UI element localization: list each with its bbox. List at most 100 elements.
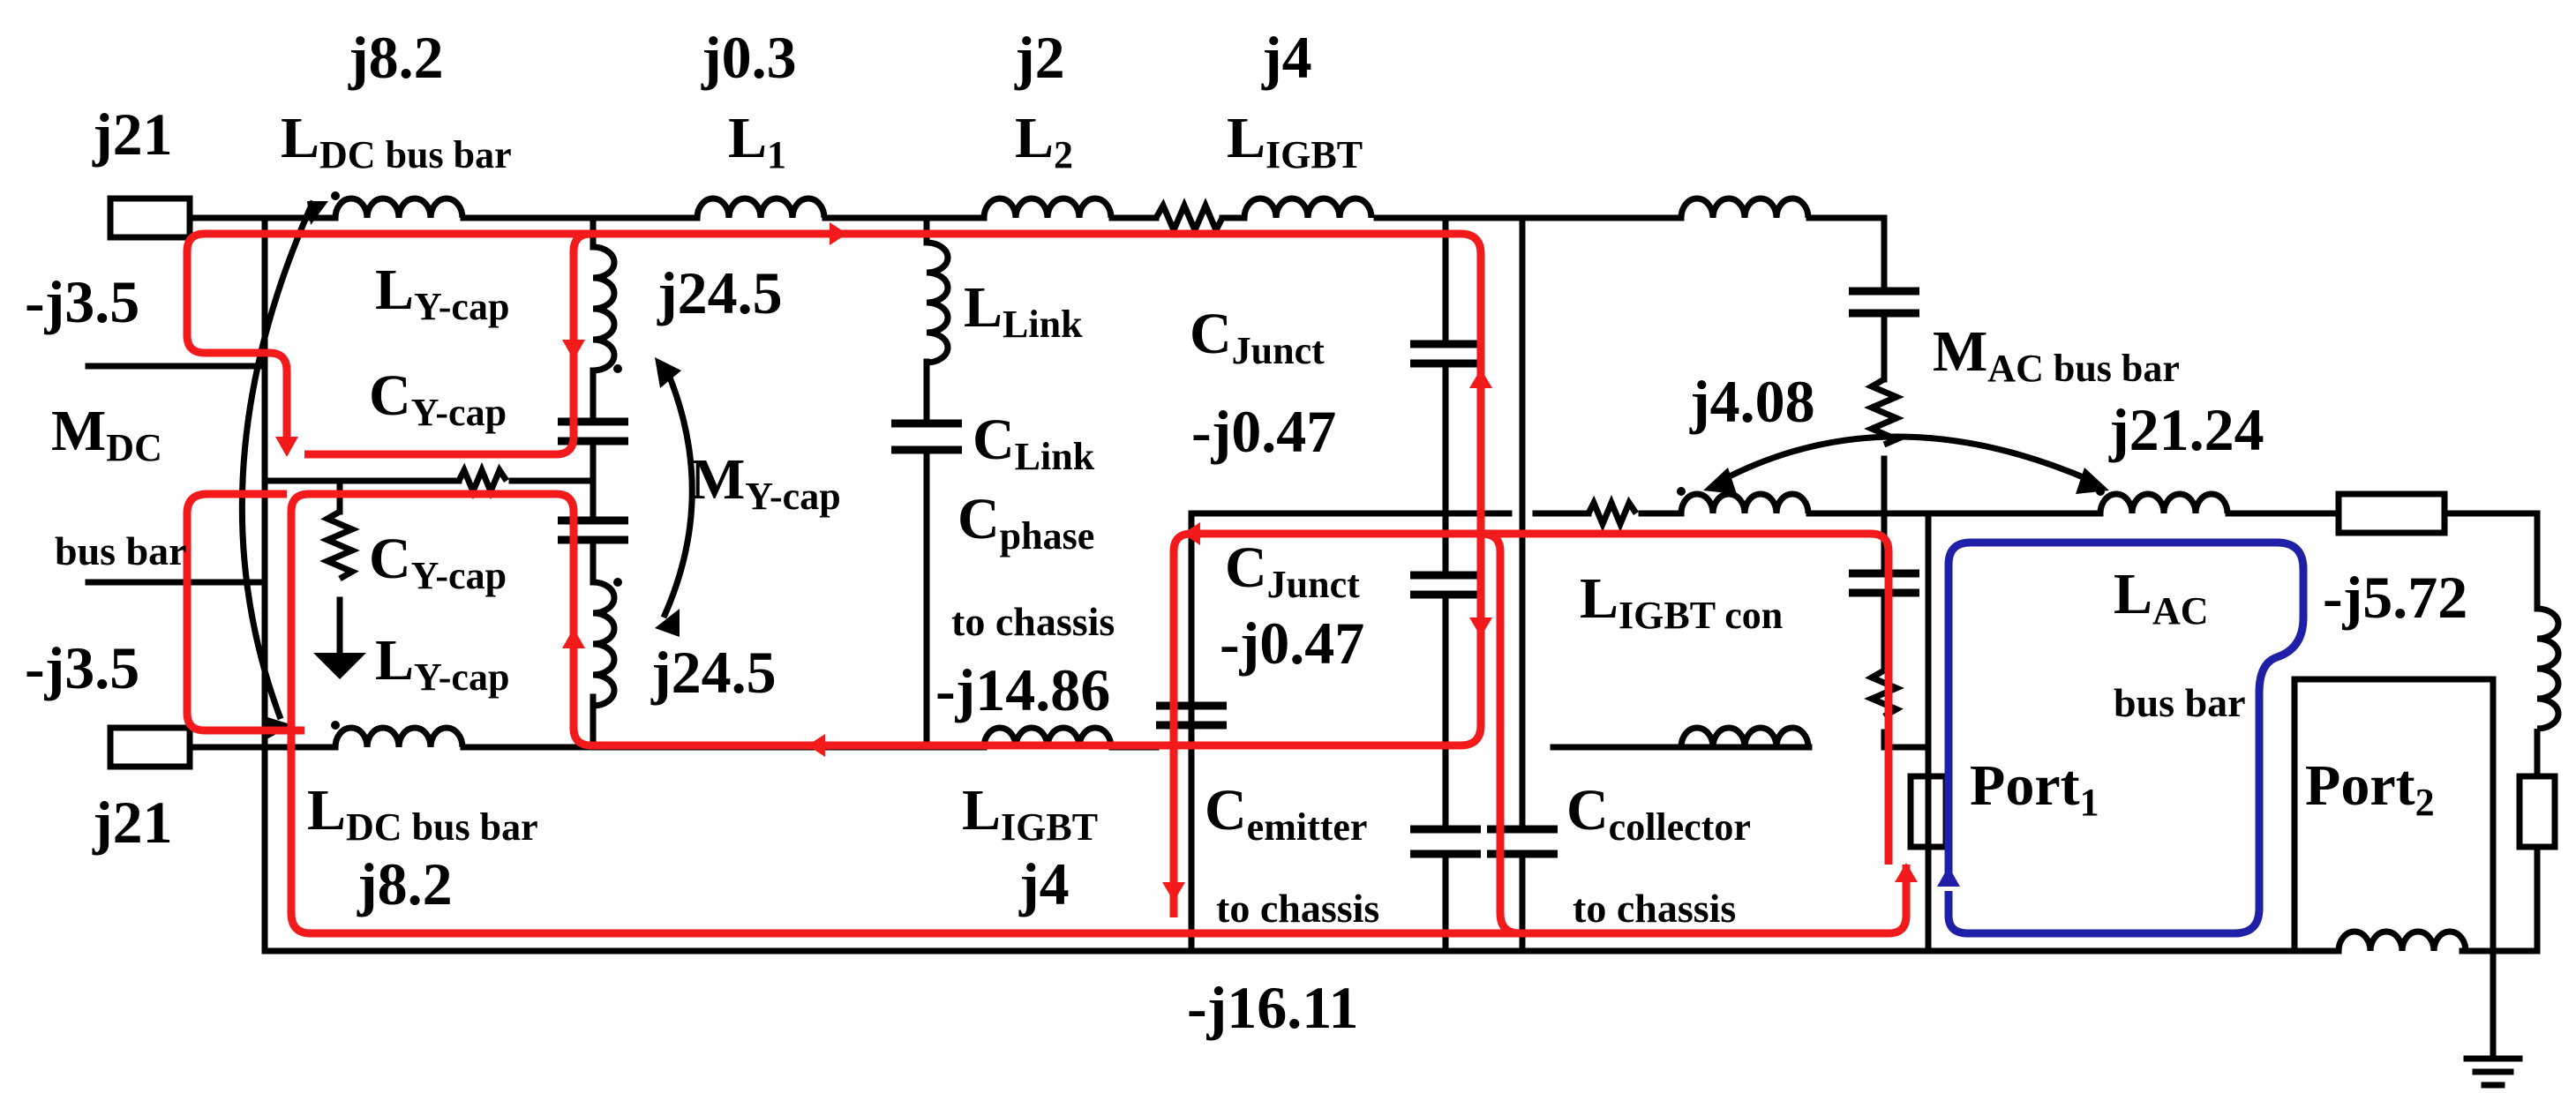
resistor-top bbox=[1153, 198, 1226, 238]
red-current-loop bbox=[183, 222, 1918, 938]
value-l-igbt-bottom: j4 bbox=[1018, 850, 1070, 917]
label-l-igbt-con: LIGBT con bbox=[1580, 566, 1783, 637]
label-c-phase: Cphase bbox=[958, 487, 1094, 558]
inductor-l-link bbox=[926, 239, 951, 366]
label-m-dc: MDC bbox=[51, 399, 162, 469]
red-path-ycap bbox=[304, 229, 592, 459]
label-l-ycap-bottom: LY-cap bbox=[375, 628, 509, 699]
value-j21-bottom: j21 bbox=[92, 789, 173, 856]
red-arrow-5 bbox=[275, 437, 298, 457]
terminal-top-left bbox=[107, 195, 193, 241]
terminal-bottom-left bbox=[107, 724, 193, 770]
red-arrow-8 bbox=[1183, 522, 1200, 545]
coupling-arc-dc-head-top bbox=[307, 201, 328, 225]
red-arrow-2 bbox=[807, 734, 825, 757]
inductor-l-dc-top bbox=[332, 195, 466, 219]
red-path-collector bbox=[1480, 529, 1521, 938]
coupling-arc-dc bbox=[238, 199, 317, 721]
label-c-junct-bottom: CJunct bbox=[1225, 535, 1360, 606]
inductor-port1-side bbox=[1678, 724, 1812, 748]
label-c-ycap-bottom: CY-cap bbox=[369, 527, 507, 597]
red-arrow-6 bbox=[1469, 369, 1492, 388]
resistor-igbt-con bbox=[1585, 494, 1639, 533]
left-stubs bbox=[85, 214, 268, 955]
red-path-left-top bbox=[183, 229, 291, 441]
resistor-mac-bottom bbox=[1864, 667, 1904, 720]
inductor-l-dc-bottom bbox=[332, 724, 466, 748]
capacitor-mac-top bbox=[1849, 287, 1919, 318]
capacitor-c-junct-bottom bbox=[1410, 571, 1481, 599]
red-arrow-3 bbox=[562, 340, 585, 360]
label-l-dc-top: LDC bus bar bbox=[281, 106, 512, 176]
coupling-arc-ac bbox=[1719, 433, 2093, 484]
resistor-box-port2 bbox=[2335, 490, 2448, 536]
label-m-ycap: MY-cap bbox=[690, 447, 841, 518]
label-c-link: CLink bbox=[973, 408, 1095, 478]
label-port2: Port2 bbox=[2305, 753, 2435, 824]
ground-symbol-left bbox=[313, 653, 366, 679]
coupling-arc-ycap bbox=[660, 367, 695, 619]
label-m-ac: MAC bus bar bbox=[1933, 319, 2180, 390]
inductor-l1 bbox=[694, 195, 828, 219]
value-j0-3: j0.3 bbox=[701, 24, 797, 91]
label-c-collector-line2: to chassis bbox=[1573, 886, 1736, 931]
label-c-ycap-top: CY-cap bbox=[369, 363, 507, 434]
value-j4-top: j4 bbox=[1261, 24, 1312, 91]
dot-5 bbox=[1677, 487, 1686, 496]
value-c-phase: -j14.86 bbox=[935, 656, 1110, 723]
label-l-igbt-top: LIGBT bbox=[1227, 106, 1363, 176]
inductor-l-igbt-con bbox=[1678, 490, 1812, 514]
capacitor-c-junct-top bbox=[1410, 340, 1481, 368]
coupling-arc-ycap-head-top bbox=[655, 357, 681, 388]
label-m-dc-line2: bus bar bbox=[55, 528, 187, 573]
coupling-arc-ac-head-left bbox=[1703, 468, 1737, 494]
label-l-igbt-bottom: LIGBT bbox=[962, 778, 1098, 849]
mid-ac-rail bbox=[1188, 510, 2541, 612]
inductor-l-igbt-top bbox=[1241, 195, 1375, 219]
value-ycap-top: j24.5 bbox=[657, 259, 783, 326]
capacitor-mac-bottom bbox=[1849, 569, 1919, 597]
resistor-ycap-mid bbox=[455, 461, 509, 500]
value-m-ac: j4.08 bbox=[1689, 368, 1815, 435]
resistor-ground-leg bbox=[319, 508, 360, 582]
label-c-junct-top: CJunct bbox=[1190, 302, 1325, 372]
red-arrow-10 bbox=[1895, 863, 1918, 882]
blue-path bbox=[1944, 538, 2308, 938]
label-l1: L1 bbox=[728, 106, 786, 176]
inductor-chassis-bottom bbox=[2335, 928, 2469, 952]
value-neg-j3-5-top: -j3.5 bbox=[25, 268, 139, 335]
value-junct-top: -j0.47 bbox=[1191, 398, 1336, 465]
dot-6 bbox=[2096, 487, 2105, 496]
blue-arrow bbox=[1937, 866, 1960, 887]
value-bottom-cap: -j16.11 bbox=[1187, 974, 1359, 1041]
value-l-ac: j21.24 bbox=[2108, 396, 2264, 463]
red-arrow-4 bbox=[562, 628, 585, 648]
red-arrow-9 bbox=[1162, 882, 1185, 902]
label-c-emitter: Cemitter bbox=[1205, 778, 1367, 849]
value-junct-bottom: -j0.47 bbox=[1220, 610, 1364, 677]
label-l-dc-bottom: LDC bus bar bbox=[307, 778, 538, 849]
value-j8-2-top: j8.2 bbox=[348, 24, 444, 91]
capacitor-c-emitter bbox=[1410, 825, 1481, 858]
label-l-ycap-top: LY-cap bbox=[375, 258, 509, 328]
label-l2: L2 bbox=[1015, 106, 1073, 176]
red-arrow-7 bbox=[1469, 618, 1492, 637]
coupling-arc-ycap-head-bottom bbox=[655, 609, 680, 637]
inductor-l-ycap-bottom bbox=[592, 579, 618, 709]
port2-box bbox=[2516, 773, 2558, 850]
label-c-collector: Ccollector bbox=[1566, 778, 1751, 849]
red-path-outer bbox=[207, 229, 1911, 938]
label-c-phase-line2: to chassis bbox=[951, 599, 1115, 644]
red-path-left-bottom bbox=[183, 490, 304, 735]
label-l-link: LLink bbox=[964, 275, 1083, 346]
port2-lower-wire bbox=[2291, 676, 2541, 1062]
dot-4 bbox=[331, 721, 340, 730]
value-neg-j3-5-bottom: -j3.5 bbox=[25, 634, 139, 701]
capacitor-c-link bbox=[891, 419, 962, 454]
inductor-l-ac bbox=[2097, 490, 2231, 514]
inductor-port2-side bbox=[2534, 605, 2562, 776]
value-port2-side: -j5.72 bbox=[2323, 564, 2467, 631]
labels: j8.2 j0.3 j2 j4 LDC bus bar L1 L2 LIGBT … bbox=[25, 24, 2467, 1041]
ycap-mid-wire bbox=[261, 438, 597, 524]
